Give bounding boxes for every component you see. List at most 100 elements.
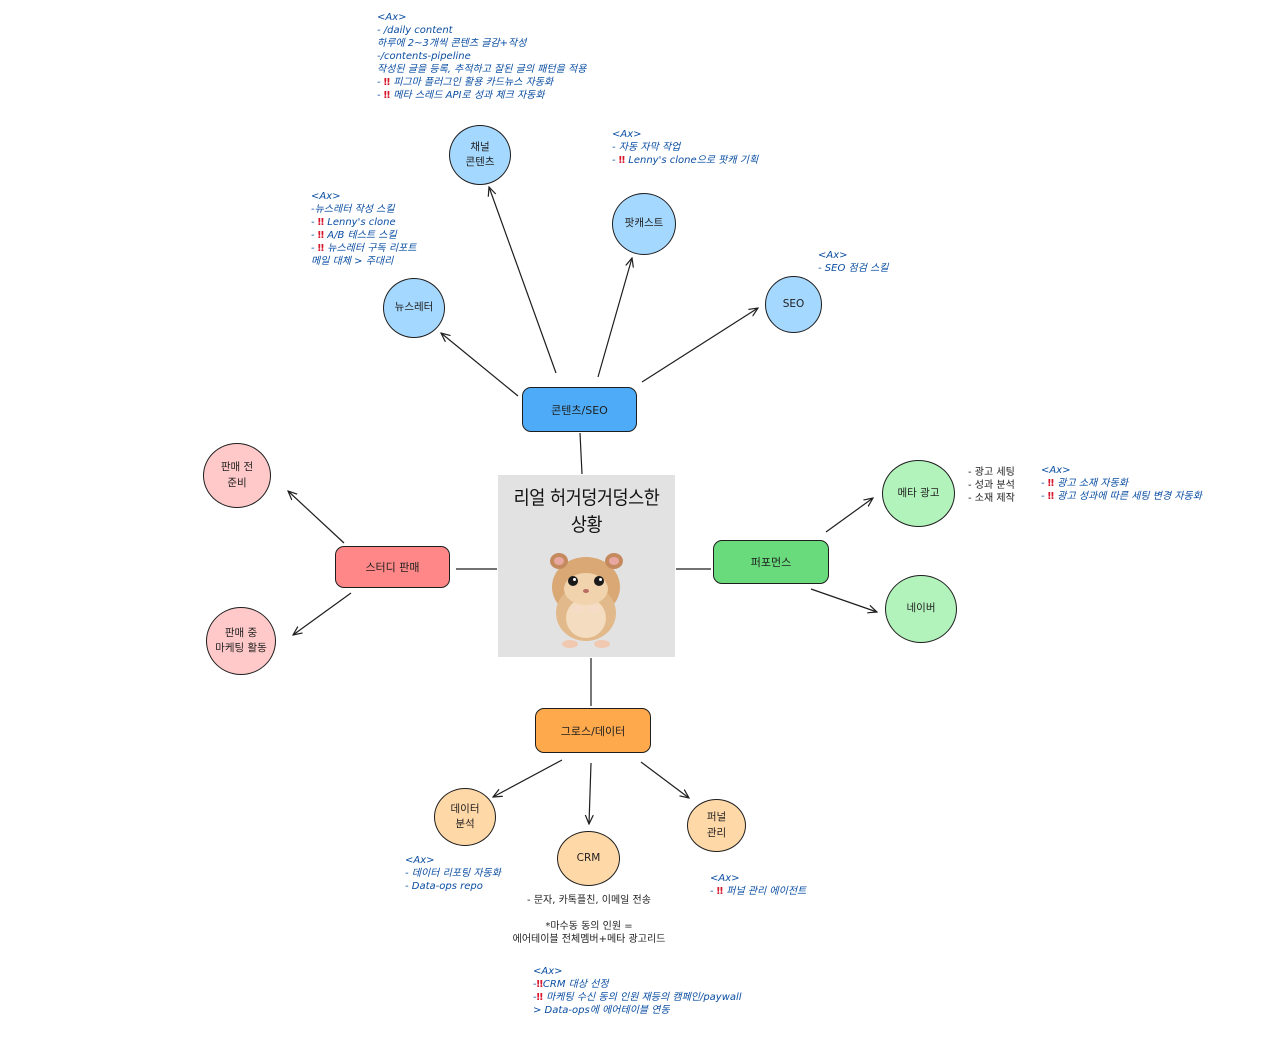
hub-content-seo-label: 콘텐츠/SEO <box>551 403 608 417</box>
edge-content-channel <box>489 187 557 374</box>
edge-growth-funnel <box>640 761 689 798</box>
note-line-prefix: - <box>377 77 384 88</box>
node-crm[interactable]: CRM <box>557 831 620 886</box>
note-line-prefix: - <box>710 886 717 897</box>
note-line: <Ax> <box>377 11 586 24</box>
hub-study-sales[interactable]: 스터디 판매 <box>335 546 450 588</box>
double-exclamation-icon: ‼ <box>1047 491 1055 502</box>
note-line-text: 작성된 글을 등록, 추적하고 잘된 글의 패턴을 적용 <box>377 64 587 75</box>
note-line-text: <Ax> <box>1041 465 1071 476</box>
note-line-prefix: - <box>311 230 318 241</box>
edge-study-midsale <box>293 592 352 635</box>
note-funnel: <Ax>- ‼ 퍼널 관리 에이전트 <box>710 872 806 898</box>
note-line: - ‼ 퍼널 관리 에이전트 <box>710 885 806 898</box>
note-line-text: 메일 대체 > 주대리 <box>311 256 394 267</box>
double-exclamation-icon: ‼ <box>317 217 325 228</box>
note-line: - ‼ 피그마 플러그인 활용 카드뉴스 자동화 <box>377 76 586 89</box>
node-podcast[interactable]: 팟캐스트 <box>612 193 676 255</box>
note-line-text: - 데이터 리포팅 자동화 <box>405 868 501 879</box>
double-exclamation-icon: ‼ <box>317 243 325 254</box>
note-line: <Ax> <box>311 190 416 203</box>
note-line: - 광고 세팅 <box>968 466 1015 479</box>
note-line-text: <Ax> <box>818 250 848 261</box>
note-line: - 소재 제작 <box>968 492 1015 505</box>
double-exclamation-icon: ‼ <box>383 77 391 88</box>
hub-content-seo[interactable]: 콘텐츠/SEO <box>522 387 637 432</box>
double-exclamation-icon: ‼ <box>383 90 391 101</box>
node-funnel[interactable]: 퍼널 관리 <box>687 799 746 852</box>
hub-growth-data-label: 그로스/데이터 <box>560 724 626 738</box>
edge-content-center <box>579 432 583 475</box>
edge-content-seo <box>641 308 758 383</box>
node-naver[interactable]: 네이버 <box>885 575 957 643</box>
note-channel-content: <Ax> - /daily content 하루에 2~3개씩 콘텐츠 글감+작성 -… <box>377 11 586 102</box>
note-line-prefix: - <box>533 992 537 1003</box>
node-pre-sale[interactable]: 판매 전 준비 <box>203 443 271 508</box>
node-data-analysis[interactable]: 데이터 분석 <box>434 788 496 846</box>
node-newsletter[interactable]: 뉴스레터 <box>383 278 445 338</box>
hub-performance[interactable]: 퍼포먼스 <box>713 540 829 584</box>
note-line-prefix: - <box>533 979 537 990</box>
hub-performance-label: 퍼포먼스 <box>750 556 792 569</box>
note-line: - ‼ 광고 소재 자동화 <box>1041 477 1202 490</box>
note-line-text: 에어테이블 전체멤버+메타 광고리드 <box>512 934 666 945</box>
note-line: - ‼ 메타 스레드 API로 성과 체크 자동화 <box>377 89 586 102</box>
edge-perf-naver <box>810 588 877 612</box>
note-line-text: - Data-ops repo <box>405 881 483 892</box>
note-line: <Ax> <box>533 965 742 978</box>
edge-growth-data <box>493 759 563 797</box>
edge-content-newsletter <box>441 333 519 397</box>
note-line-text: <Ax> <box>405 855 435 866</box>
note-line-text: 하루에 2~3개씩 콘텐츠 글감+작성 <box>377 38 527 49</box>
note-line-prefix: - <box>1041 491 1048 502</box>
node-channel-content[interactable]: 채널 콘텐츠 <box>449 125 511 185</box>
note-line-text: Lenny's clone <box>324 217 396 228</box>
note-crm-tasks: - 문자, 카톡플친, 이메일 전송 *마수동 동의 인원 =에어테이블 전체멤… <box>500 894 678 946</box>
note-line-text: 광고 성과에 따른 세팅 변경 자동화 <box>1054 491 1202 502</box>
note-line: - ‼ 광고 성과에 따른 세팅 변경 자동화 <box>1041 490 1202 503</box>
note-line: 메일 대체 > 주대리 <box>311 255 416 268</box>
note-line: - 문자, 카톡플친, 이메일 전송 <box>500 894 678 907</box>
note-line: *마수동 동의 인원 = <box>500 920 678 933</box>
note-line: - 데이터 리포팅 자동화 <box>405 867 501 880</box>
note-line-prefix: - <box>612 155 619 166</box>
note-line: -‼ 마케팅 수신 동의 인원 재등의 캠페인/paywall <box>533 991 742 1004</box>
note-line: 에어테이블 전체멤버+메타 광고리드 <box>500 933 678 946</box>
note-seo: <Ax>- SEO 점검 스킬 <box>818 249 888 275</box>
note-line-text: -뉴스레터 작성 스킬 <box>311 204 395 215</box>
double-exclamation-icon: ‼ <box>618 155 626 166</box>
note-line: 하루에 2~3개씩 콘텐츠 글감+작성 <box>377 37 586 50</box>
hamster-meme-image: 리얼 허거덩거덩스한 상황 <box>498 475 675 657</box>
node-meta-ads[interactable]: 메타 광고 <box>882 460 955 527</box>
note-line: -‼CRM 대상 선정 <box>533 978 742 991</box>
node-mid-sale[interactable]: 판매 중 마케팅 활동 <box>206 607 276 675</box>
note-podcast: <Ax>- 자동 자막 작업- ‼ Lenny's clone으로 팟캐 기획 <box>612 128 758 167</box>
note-line-prefix: - <box>311 243 318 254</box>
hub-growth-data[interactable]: 그로스/데이터 <box>535 708 651 753</box>
double-exclamation-icon: ‼ <box>536 979 543 990</box>
double-exclamation-icon: ‼ <box>317 230 325 241</box>
note-line: <Ax> <box>710 872 806 885</box>
double-exclamation-icon: ‼ <box>536 992 543 1003</box>
note-line-text: Lenny's clone으로 팟캐 기획 <box>625 155 759 166</box>
hub-study-sales-label: 스터디 판매 <box>365 561 420 574</box>
note-newsletter: <Ax>-뉴스레터 작성 스킬- ‼ Lenny's clone- ‼ A/B … <box>311 190 416 268</box>
note-line-text: <Ax> <box>377 12 407 23</box>
note-line: - Data-ops repo <box>405 880 501 893</box>
note-line-text <box>587 908 590 919</box>
meme-caption: 리얼 허거덩거덩스한 상황 <box>513 487 660 536</box>
node-seo[interactable]: SEO <box>765 276 822 333</box>
note-line: <Ax> <box>818 249 888 262</box>
note-line: - ‼ Lenny's clone으로 팟캐 기획 <box>612 154 758 167</box>
note-line-prefix: - <box>1041 478 1048 489</box>
note-line-text: > Data-ops에 에어테이블 연동 <box>533 1005 670 1016</box>
note-line: - ‼ Lenny's clone <box>311 216 416 229</box>
note-line-text: 광고 소재 자동화 <box>1054 478 1129 489</box>
note-line: > Data-ops에 에어테이블 연동 <box>533 1004 742 1017</box>
note-line-text: - /daily content <box>377 25 453 36</box>
note-line-text: 퍼널 관리 에이전트 <box>723 886 807 897</box>
note-line-text: 뉴스레터 구독 리포트 <box>324 243 417 254</box>
double-exclamation-icon: ‼ <box>1047 478 1055 489</box>
edge-study-presale <box>288 491 345 544</box>
note-line: 작성된 글을 등록, 추적하고 잘된 글의 패턴을 적용 <box>377 63 586 76</box>
